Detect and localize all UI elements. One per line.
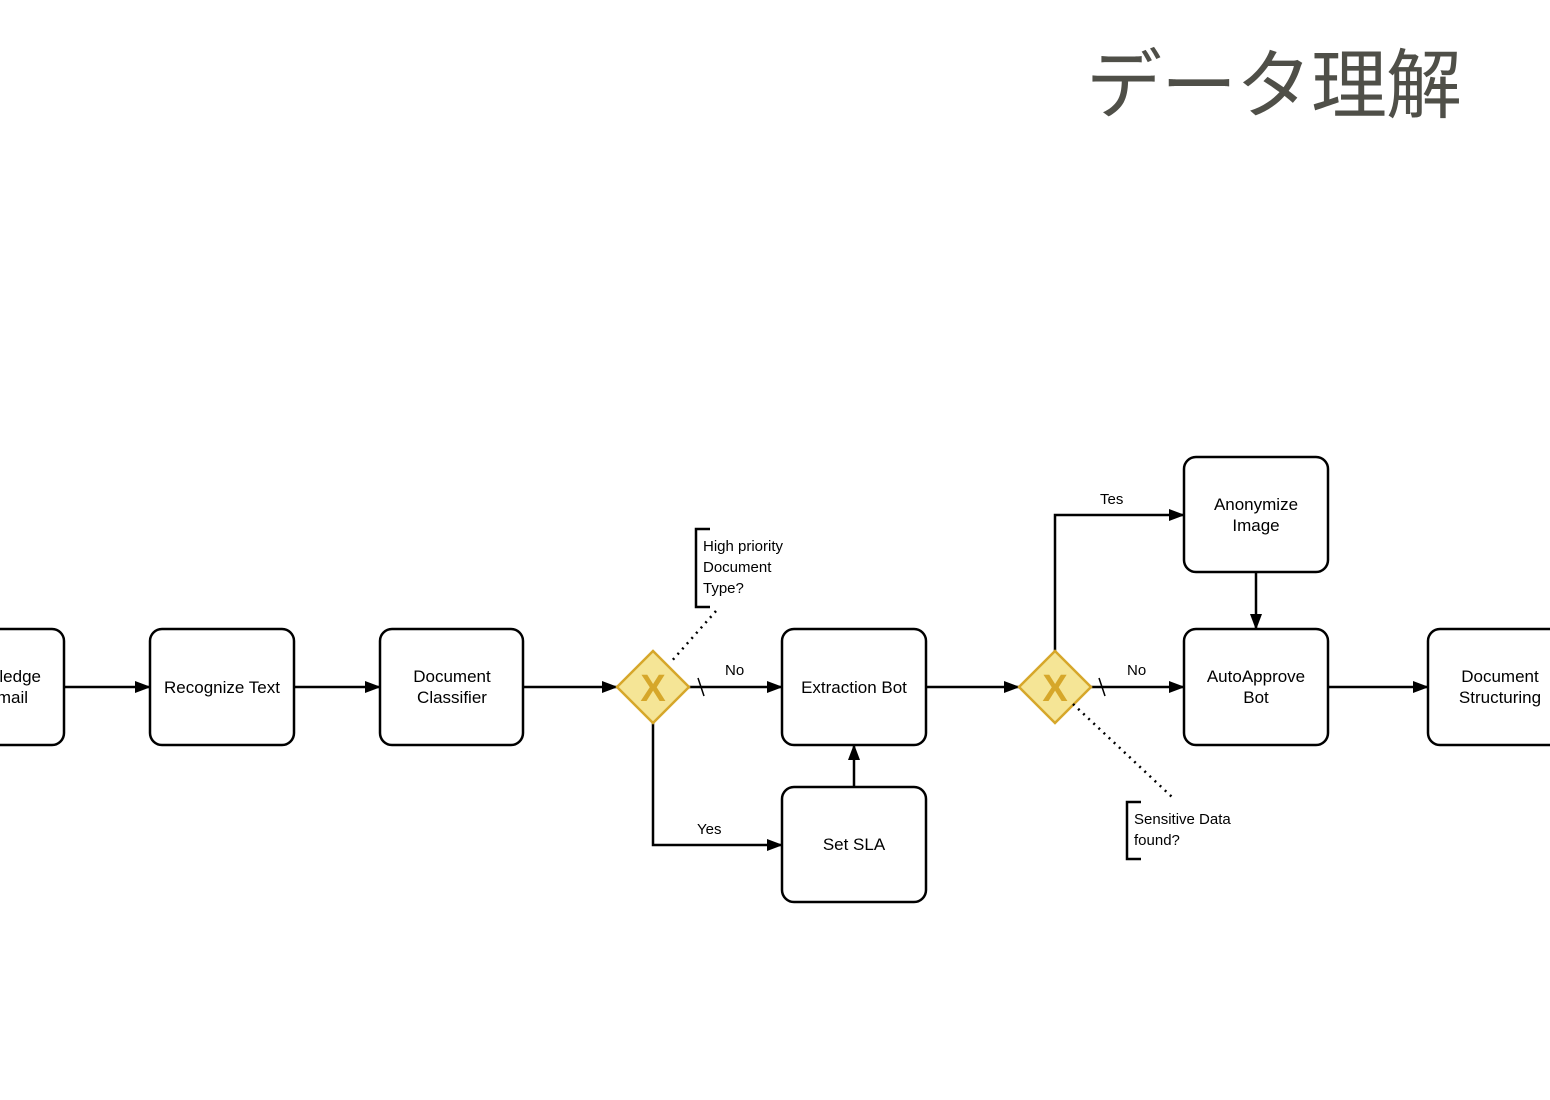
task-label-line: Set SLA	[823, 835, 886, 854]
task-label-line: Extraction Bot	[801, 678, 907, 697]
task-label-line: Image	[1232, 516, 1279, 535]
task-label-line: AutoApprove	[1207, 667, 1305, 686]
task-label-line: Document	[413, 667, 491, 686]
flow-gateway-yes-to-anonymize	[1053, 509, 1185, 651]
gateway-mark: X	[1042, 668, 1068, 710]
annotation-line: Document	[703, 559, 772, 576]
task-label-line: Classifier	[417, 688, 487, 707]
task-acknowledge-email[interactable]: ledge mail	[0, 627, 66, 747]
task-document-classifier[interactable]: Document Classifier	[378, 627, 525, 747]
flow-label-yes: Tes	[1100, 491, 1123, 508]
annotation-sensitive: Sensitive Data found?	[1072, 703, 1231, 861]
annotation-priority: High priority Document Type?	[669, 527, 784, 664]
task-label-line: Bot	[1243, 688, 1269, 707]
task-autoapprove-bot[interactable]: AutoApprove Bot	[1182, 627, 1330, 747]
task-set-sla[interactable]: Set SLA	[780, 785, 928, 904]
annotation-line: High priority	[703, 538, 784, 555]
task-anonymize-image[interactable]: Anonymize Image	[1182, 455, 1330, 574]
annotation-association	[669, 610, 717, 664]
task-label-line: ledge	[0, 667, 41, 686]
default-flow-marker	[697, 677, 705, 697]
gateway-mark: X	[640, 668, 666, 710]
annotation-line: found?	[1134, 832, 1180, 849]
annotation-line: Type?	[703, 580, 744, 597]
flow-gateway-yes-to-set-sla	[651, 723, 783, 851]
annotation-line: Sensitive Data	[1134, 811, 1231, 828]
gateway-sensitive[interactable]: X	[1017, 649, 1093, 725]
task-label-line: Anonymize	[1214, 495, 1298, 514]
task-recognize-text[interactable]: Recognize Text	[148, 627, 296, 747]
annotation-bracket	[1125, 800, 1141, 861]
annotation-association	[1072, 703, 1173, 798]
sequence-flows	[64, 509, 1429, 851]
default-flow-marker	[1098, 677, 1106, 697]
task-label-line: Recognize Text	[164, 678, 280, 697]
page-title: データ理解	[1086, 41, 1462, 130]
exclusive-gateway-icon	[615, 649, 691, 725]
annotation-bracket	[694, 527, 710, 609]
gateway-priority[interactable]: X	[615, 649, 691, 725]
flow-label-no: No	[1127, 662, 1146, 679]
task-label-line: mail	[0, 688, 28, 707]
task-label-line: Structuring	[1459, 688, 1541, 707]
task-document-structuring[interactable]: Document Structuring	[1426, 627, 1550, 747]
flow-label-yes: Yes	[697, 821, 721, 838]
task-label-line: Document	[1461, 667, 1539, 686]
flow-label-no: No	[725, 662, 744, 679]
task-extraction-bot[interactable]: Extraction Bot	[780, 627, 928, 747]
